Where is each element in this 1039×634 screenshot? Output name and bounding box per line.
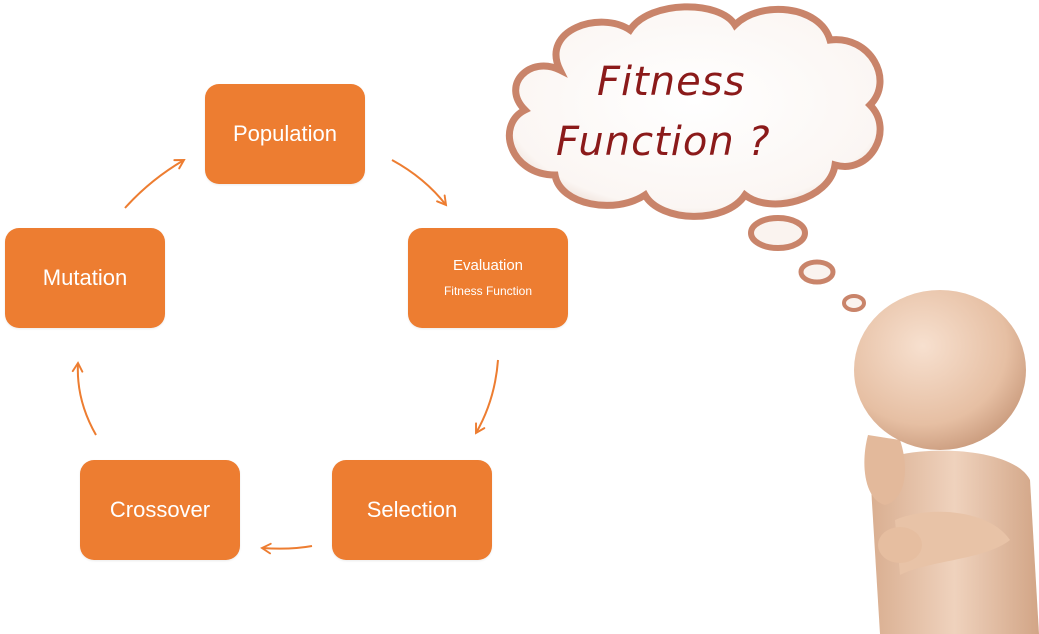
node-evaluation-sublabel: Fitness Function [443,284,533,299]
arrow-mutation-to-population [124,159,186,209]
node-population: Population [205,84,365,184]
arrow-evaluation-to-selection [475,359,499,435]
node-crossover: Crossover [80,460,240,560]
figure-hand [864,435,905,505]
node-population-label: Population [233,120,337,146]
thought-dot-large [748,215,808,251]
node-mutation: Mutation [5,228,165,328]
node-selection: Selection [332,460,492,560]
arrow-selection-to-crossover [260,542,313,555]
cloud-text-line2: Function ? [556,119,771,165]
thought-cloud [505,3,884,220]
figure-lower-hand [878,527,922,563]
node-mutation-label: Mutation [42,264,128,290]
node-evaluation: Evaluation Fitness Function [408,228,568,328]
arrow-crossover-to-mutation [71,361,97,436]
cloud-text-line1: Fitness [597,59,746,105]
figure-arm [895,511,1010,575]
node-evaluation-label: Evaluation [452,256,524,274]
thought-dot-small [842,294,866,312]
node-selection-label: Selection [366,496,458,522]
arrow-population-to-evaluation [391,159,448,207]
thought-dot-medium [798,259,836,285]
figure-head [854,290,1026,450]
node-crossover-label: Crossover [109,496,211,522]
